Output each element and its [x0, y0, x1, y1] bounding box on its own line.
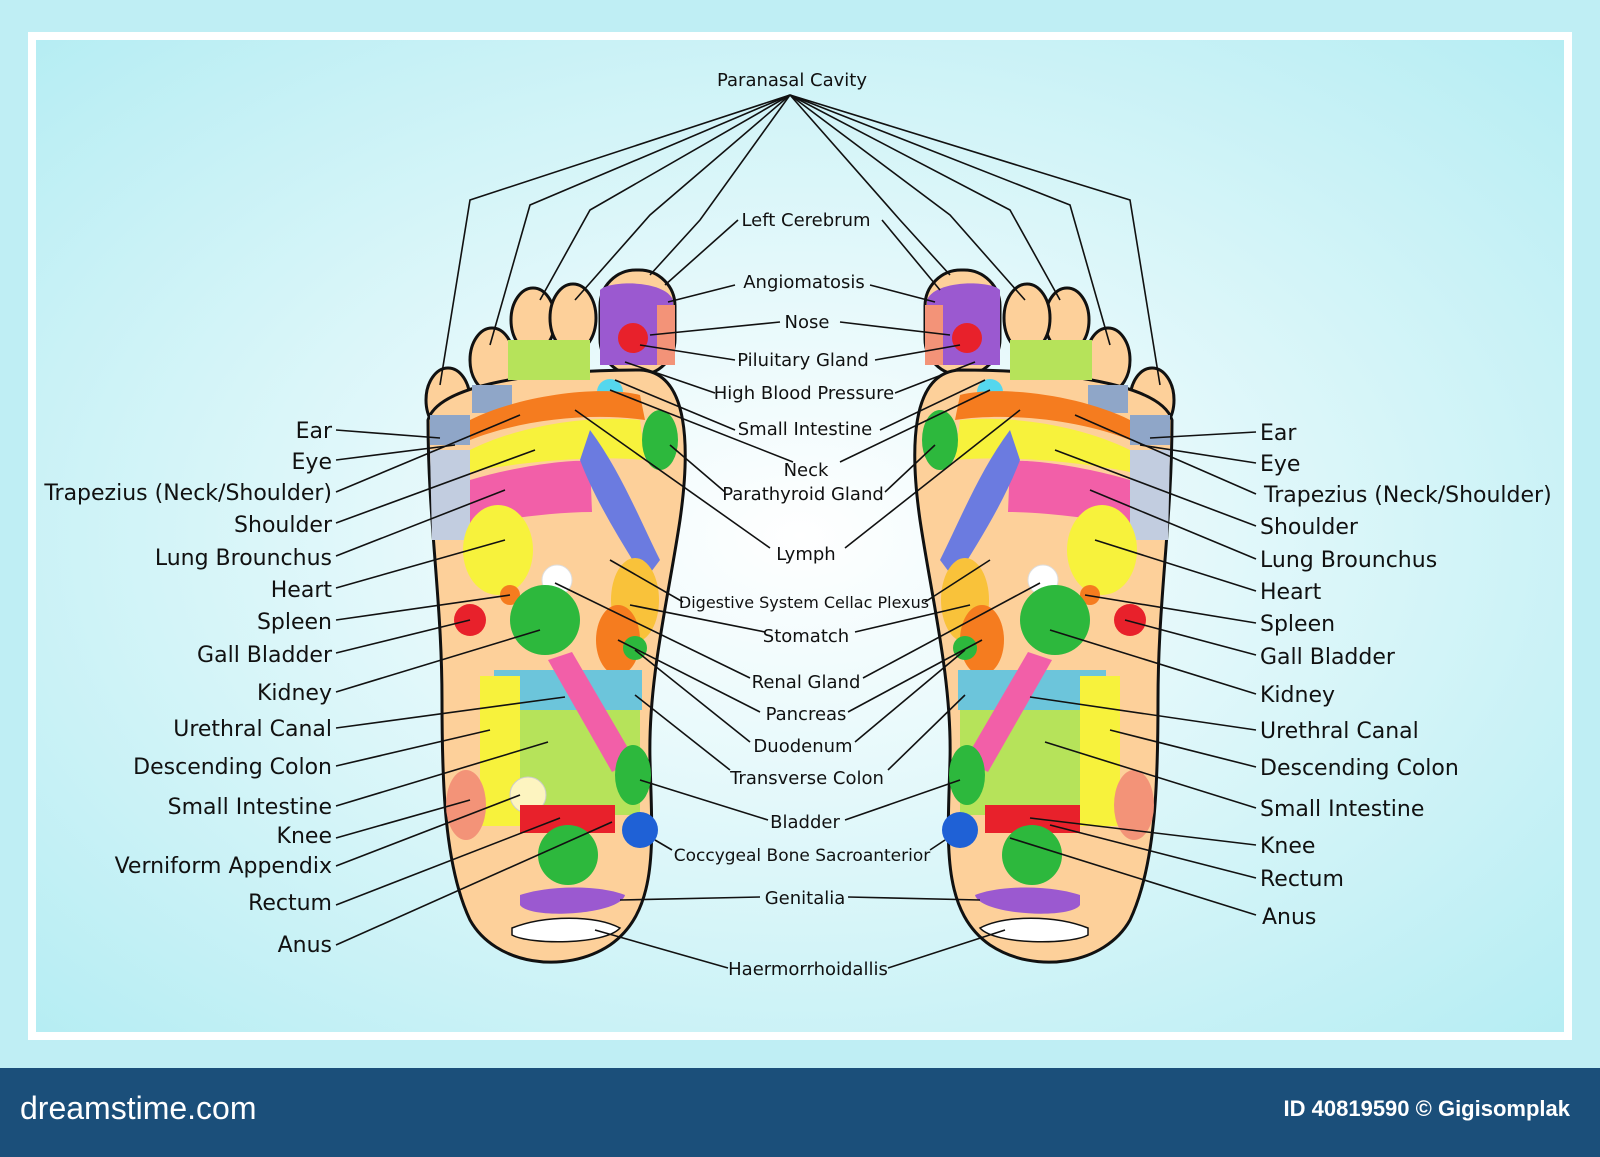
center-leaders-left — [554, 219, 794, 969]
label-haemorrhoidallis: Haermorrhoidallis — [728, 959, 888, 980]
label-high-blood-pressure: High Blood Pressure — [714, 383, 894, 404]
label-small-intestine-center: Small Intestine — [738, 419, 872, 440]
label-right-trapezius: Trapezius (Neck/Shoulder) — [1263, 483, 1552, 508]
footer-bar: dreamstime.com ID 40819590 © Gigisomplak — [0, 1068, 1600, 1157]
label-right-heart: Heart — [1260, 580, 1322, 605]
label-right-spleen: Spleen — [1260, 612, 1335, 637]
label-right-kidney: Kidney — [1260, 683, 1335, 708]
label-right-ear: Ear — [1260, 421, 1297, 446]
label-left-appendix: Verniform Appendix — [115, 854, 332, 879]
center-labels: Paranasal Cavity Left Cerebrum Angiomato… — [674, 70, 931, 980]
label-left-kidney: Kidney — [257, 681, 332, 706]
label-left-trapezius: Trapezius (Neck/Shoulder) — [43, 481, 332, 506]
label-renal-gland: Renal Gland — [752, 672, 861, 693]
label-angiomatosis: Angiomatosis — [743, 272, 865, 293]
label-right-lung: Lung Brounchus — [1260, 548, 1437, 573]
label-right-gall-bladder: Gall Bladder — [1260, 645, 1396, 670]
center-leaders-right — [839, 219, 1041, 969]
label-bladder: Bladder — [770, 812, 840, 833]
label-stomach: Stomatch — [763, 626, 849, 647]
brand-logo[interactable]: dreamstime.com — [20, 1090, 257, 1126]
label-left-knee: Knee — [277, 824, 332, 849]
right-leaders — [1009, 414, 1257, 916]
label-right-small-intestine: Small Intestine — [1260, 797, 1424, 822]
label-left-rectum: Rectum — [248, 891, 332, 916]
label-neck: Neck — [784, 460, 829, 481]
label-digestive-system: Digestive System Cellac Plexus — [679, 593, 929, 612]
label-paranasal-cavity: Paranasal Cavity — [717, 70, 867, 91]
label-genitalia: Genitalia — [765, 888, 846, 909]
label-transverse-colon: Transverse Colon — [729, 768, 884, 789]
label-left-cerebrum: Left Cerebrum — [741, 210, 870, 231]
label-left-ear: Ear — [296, 419, 333, 444]
label-right-anus: Anus — [1262, 905, 1316, 930]
image-id: ID 40819590 © Gigisomplak — [1283, 1096, 1570, 1121]
label-duodenum: Duodenum — [753, 736, 852, 757]
label-left-gall-bladder: Gall Bladder — [197, 643, 333, 668]
label-right-eye: Eye — [1260, 452, 1300, 477]
paranasal-leaders — [439, 94, 1161, 386]
label-left-small-intestine: Small Intestine — [168, 795, 332, 820]
label-right-descending-colon: Descending Colon — [1260, 756, 1459, 781]
label-lymph: Lymph — [776, 544, 835, 565]
left-leaders — [335, 414, 613, 946]
label-left-urethral: Urethral Canal — [173, 717, 332, 742]
label-right-rectum: Rectum — [1260, 867, 1344, 892]
label-left-lung: Lung Brounchus — [155, 546, 332, 571]
label-left-shoulder: Shoulder — [234, 513, 333, 538]
label-pituitary-gland: Piluitary Gland — [737, 350, 869, 371]
diagram-panel — [28, 32, 1572, 1040]
right-labels: Ear Eye Trapezius (Neck/Shoulder) Should… — [1260, 421, 1552, 930]
left-foot — [424, 268, 687, 964]
label-right-knee: Knee — [1260, 834, 1315, 859]
label-pancreas: Pancreas — [766, 704, 847, 725]
label-coccygeal-bone: Coccygeal Bone Sacroanterior — [674, 846, 931, 866]
label-right-shoulder: Shoulder — [1260, 515, 1359, 540]
label-left-descending-colon: Descending Colon — [133, 755, 332, 780]
left-labels: Ear Eye Trapezius (Neck/Shoulder) Should… — [43, 419, 333, 958]
label-nose: Nose — [785, 312, 830, 333]
label-left-anus: Anus — [278, 933, 332, 958]
label-left-spleen: Spleen — [257, 610, 332, 635]
label-parathyroid-gland: Parathyroid Gland — [722, 484, 884, 505]
label-right-urethral: Urethral Canal — [1260, 719, 1419, 744]
label-left-heart: Heart — [271, 578, 333, 603]
label-left-eye: Eye — [292, 450, 332, 475]
